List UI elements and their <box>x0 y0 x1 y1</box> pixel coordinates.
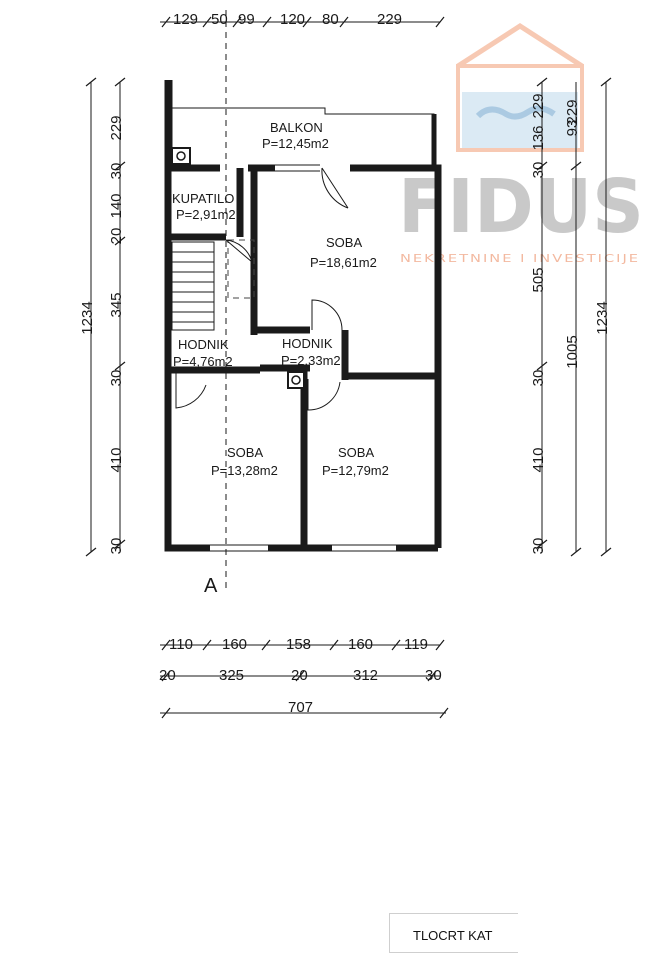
room-soba-br-area: P=12,79m2 <box>322 463 389 478</box>
openings <box>175 164 396 552</box>
dim-left-1: 229 <box>108 115 125 140</box>
dim-right-7: 410 <box>530 447 547 472</box>
dim-top-3: 99 <box>238 11 255 28</box>
drawing-title: TLOCRT KAT <box>413 928 493 943</box>
dim-left-5: 345 <box>108 292 125 317</box>
dim-left-3: 140 <box>108 193 125 218</box>
dim-bottom-2-2: 325 <box>219 667 244 684</box>
dim-top-5: 80 <box>322 11 339 28</box>
dim-bottom-total: 707 <box>288 699 313 716</box>
dim-top-2: 50 <box>211 11 228 28</box>
dim-bottom-2-5: 30 <box>425 667 442 684</box>
dim-bottom-2-3: 20 <box>291 667 308 684</box>
dim-right-6: 30 <box>530 370 547 387</box>
dim-top-1: 129 <box>173 11 198 28</box>
room-balkon-name: BALKON <box>270 120 323 135</box>
room-hodnik-right-name: HODNIK <box>282 336 333 351</box>
dim-left-6: 30 <box>108 370 125 387</box>
dim-top-6: 229 <box>377 11 402 28</box>
dim-left-4: 20 <box>108 228 125 245</box>
dimensions-right: 229 136 93 30 505 30 410 30 1005 1234 22… <box>530 93 611 554</box>
room-soba-br-name: SOBA <box>338 445 374 460</box>
dimensions-left-inner: 229 30 140 20 345 30 410 30 1234 <box>79 115 125 554</box>
dimension-lines <box>85 10 612 719</box>
dim-right-total: 1234 <box>594 301 611 334</box>
title-box <box>389 913 518 953</box>
room-labels: BALKON P=12,45m2 KUPATILO P=2,91m2 SOBA … <box>172 120 389 478</box>
dim-left-8: 30 <box>108 538 125 555</box>
dim-bottom-1-1: 110 <box>169 636 193 653</box>
dim-right-1: 229 <box>530 93 547 118</box>
room-hodnik-left-name: HODNIK <box>178 337 229 352</box>
section-mark: A <box>204 575 218 597</box>
dim-top-4: 120 <box>280 11 305 28</box>
room-soba-bl-area: P=13,28m2 <box>211 463 278 478</box>
room-soba-bl-name: SOBA <box>227 445 263 460</box>
dim-bottom-2-1: 20 <box>159 667 176 684</box>
room-kupatilo-name: KUPATILO <box>172 191 234 206</box>
dimensions-top: 129 50 99 120 80 229 <box>173 11 402 28</box>
room-hodnik-right-area: P=2,33m2 <box>281 353 341 368</box>
room-soba-top-name: SOBA <box>326 235 362 250</box>
dim-left-total: 1234 <box>79 301 96 334</box>
handshake-house-icon <box>456 23 584 152</box>
walls <box>164 80 442 552</box>
dim-right-5: 505 <box>530 267 547 292</box>
dim-right-mid: 1005 <box>564 335 581 368</box>
dim-bottom-1-4: 160 <box>348 636 373 653</box>
dimensions-bottom: 110 160 158 160 119 20 325 20 312 30 707 <box>159 636 442 716</box>
room-balkon-area: P=12,45m2 <box>262 136 329 151</box>
dim-left-7: 410 <box>108 447 125 472</box>
dim-right-2: 136 <box>530 125 547 150</box>
dim-bottom-1-5: 119 <box>404 636 428 653</box>
dim-left-2: 30 <box>108 163 125 180</box>
room-soba-top-area: P=18,61m2 <box>310 255 377 270</box>
dim-bottom-1-3: 158 <box>286 636 311 653</box>
dim-right-8: 30 <box>530 538 547 555</box>
dim-bottom-2-4: 312 <box>353 667 378 684</box>
dim-right-3: 93 <box>564 120 581 137</box>
room-kupatilo-area: P=2,91m2 <box>176 207 236 222</box>
room-hodnik-left-area: P=4,76m2 <box>173 354 233 369</box>
dim-right-outer-top: 229 <box>564 99 581 124</box>
dim-right-4: 30 <box>530 162 547 179</box>
dim-bottom-1-2: 160 <box>222 636 247 653</box>
watermark-tagline: NEKRETNINE I INVESTICIJE <box>400 252 640 265</box>
